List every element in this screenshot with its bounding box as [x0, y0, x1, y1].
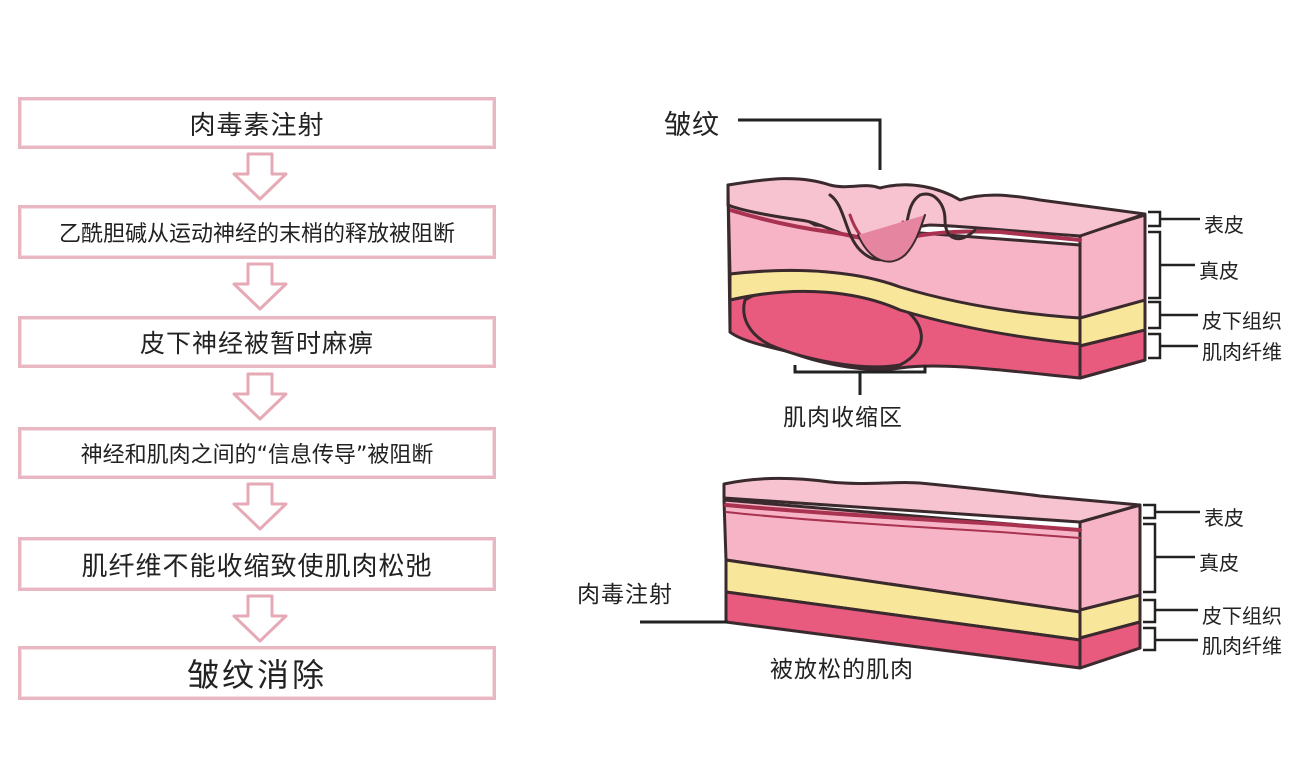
down-arrow-icon — [230, 152, 290, 202]
flow-step-2: 乙酰胆碱从运动神经的末梢的释放被阻断 — [18, 205, 496, 259]
label-muscle-fiber: 肌肉纤维 — [1202, 634, 1282, 658]
epidermis-top — [726, 177, 1147, 240]
bracket-epidermis — [1143, 503, 1200, 520]
down-arrow-icon — [230, 482, 290, 532]
label-subcutaneous: 皮下组织 — [1202, 604, 1282, 628]
flow-step-text: 皱纹消除 — [186, 656, 327, 694]
bracket-muscle — [1143, 626, 1198, 652]
flow-step-text: 肉毒素注射 — [189, 110, 325, 141]
flow-step-5: 肌纤维不能收缩致使肌肉松弛 — [18, 537, 496, 591]
flow-step-text: 乙酰胆碱从运动神经的末梢的释放被阻断 — [58, 222, 455, 247]
bracket-subcutaneous — [1143, 598, 1198, 624]
wrinkle-fold — [828, 192, 977, 261]
epidermis-top — [722, 477, 1142, 524]
bracket-subcutaneous — [1148, 300, 1198, 330]
relaxed-muscle-label: 被放松的肌肉 — [770, 657, 914, 683]
wrinkle-label: 皱纹 — [664, 110, 720, 141]
label-epidermis: 表皮 — [1204, 506, 1244, 530]
flow-step-text: 神经和肌肉之间的“信息传导”被阻断 — [80, 443, 434, 468]
flow-step-4: 神经和肌肉之间的“信息传导”被阻断 — [18, 427, 496, 479]
label-muscle-fiber: 肌肉纤维 — [1202, 340, 1282, 364]
flow-step-3: 皮下神经被暂时麻痹 — [18, 316, 496, 368]
label-subcutaneous: 皮下组织 — [1202, 309, 1282, 333]
injection-label: 肉毒注射 — [577, 582, 673, 608]
down-arrow-icon — [230, 594, 290, 644]
down-arrow-icon — [230, 372, 290, 422]
label-dermis: 真皮 — [1199, 259, 1239, 283]
label-epidermis: 表皮 — [1204, 213, 1244, 237]
flow-step-text: 皮下神经被暂时麻痹 — [139, 329, 374, 358]
contraction-zone-label: 肌肉收缩区 — [783, 405, 903, 431]
bracket-dermis — [1148, 230, 1195, 300]
bracket-epidermis — [1148, 210, 1200, 228]
flow-step-1: 肉毒素注射 — [18, 97, 496, 149]
bracket-muscle — [1148, 332, 1198, 360]
down-arrow-icon — [230, 262, 290, 312]
label-dermis: 真皮 — [1199, 551, 1239, 575]
bracket-dermis — [1143, 522, 1195, 594]
contraction-bracket — [793, 365, 927, 395]
flow-step-6: 皱纹消除 — [18, 646, 496, 700]
flow-step-text: 肌纤维不能收缩致使肌肉松弛 — [81, 551, 433, 582]
